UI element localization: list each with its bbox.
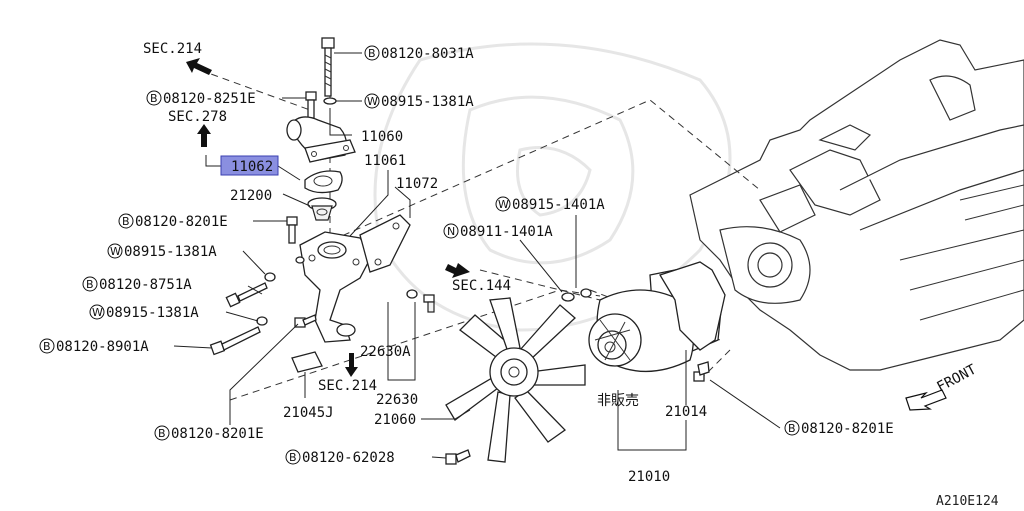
- svg-text:08120-8201E: 08120-8201E: [801, 421, 894, 437]
- plate-21045J-part: [291, 351, 323, 373]
- washer-top-part: [323, 97, 337, 105]
- fastener-08120-8031A: B 08120-8031A: [364, 45, 474, 62]
- washer-mid-part: [264, 272, 276, 282]
- svg-text:W: W: [92, 306, 103, 319]
- label-22630A: 22630A: [360, 344, 411, 360]
- arrows: [186, 58, 947, 411]
- diagram-id: A210E124: [936, 494, 999, 509]
- label-11061: 11061: [364, 153, 406, 169]
- label-sec214-top: SEC.214: [143, 41, 202, 57]
- arrow-sec214-bottom: [345, 353, 358, 377]
- water-outlet-11060-part: [286, 116, 356, 163]
- fastener-08120-8251E: B 08120-8251E: [146, 90, 256, 107]
- label-21200: 21200: [230, 188, 272, 204]
- svg-text:08911-1401A: 08911-1401A: [460, 224, 553, 240]
- fastener-08915-1401A: W 08915-1401A: [495, 196, 605, 213]
- label-21010: 21010: [628, 469, 670, 485]
- label-sec144: SEC.144: [452, 278, 511, 294]
- svg-text:B: B: [788, 422, 796, 435]
- label-sec278: SEC.278: [168, 109, 227, 125]
- svg-text:B: B: [43, 340, 51, 353]
- sensor-22630-part: [406, 289, 435, 313]
- svg-text:08915-1381A: 08915-1381A: [381, 94, 474, 110]
- bolt-08120-8201E-right-part: [693, 361, 710, 382]
- svg-text:B: B: [122, 215, 130, 228]
- front-arrow-icon: [905, 389, 947, 411]
- fastener-08915-1381A-mid: W 08915-1381A: [107, 243, 217, 260]
- svg-text:08915-1381A: 08915-1381A: [124, 244, 217, 260]
- svg-text:08915-1401A: 08915-1401A: [512, 197, 605, 213]
- label-not-for-sale: 非販売: [597, 393, 639, 409]
- bracket-11072-part: [359, 214, 411, 273]
- fastener-08120-8751A: B 08120-8751A: [82, 276, 192, 293]
- label-22630: 22630: [376, 392, 418, 408]
- label-21014: 21014: [665, 404, 707, 420]
- fastener-08120-8201E-lower: B 08120-8201E: [154, 425, 264, 442]
- fastener-08911-1401A: N 08911-1401A: [443, 223, 553, 240]
- svg-text:B: B: [368, 47, 376, 60]
- svg-text:08120-62028: 08120-62028: [302, 450, 395, 466]
- label-front: FRONT: [934, 361, 979, 395]
- highlight-11062: [220, 155, 279, 176]
- fastener-08120-8201E-upper: B 08120-8201E: [118, 213, 228, 230]
- svg-text:08120-8201E: 08120-8201E: [171, 426, 264, 442]
- pump-gasket-21014-part: [659, 261, 726, 351]
- label-11060: 11060: [361, 129, 403, 145]
- leader-lines: [173, 52, 781, 459]
- fastener-08120-8201E-right: B 08120-8201E: [784, 420, 894, 437]
- svg-text:08120-8201E: 08120-8201E: [135, 214, 228, 230]
- bolt-08120-8901A-part: [209, 326, 261, 356]
- bolt-08120-8031A-part: [321, 37, 335, 97]
- svg-text:B: B: [150, 92, 158, 105]
- fastener-08120-62028: B 08120-62028: [285, 449, 395, 466]
- svg-text:W: W: [110, 245, 121, 258]
- svg-text:08120-8901A: 08120-8901A: [56, 339, 149, 355]
- svg-text:B: B: [289, 451, 297, 464]
- label-11072: 11072: [396, 176, 438, 192]
- svg-text:08120-8251E: 08120-8251E: [163, 91, 256, 107]
- arrow-sec278: [197, 124, 211, 147]
- washer-low-part: [256, 316, 268, 326]
- fan-21060-part: [445, 297, 586, 463]
- bolt-08120-8251E-part: [305, 91, 317, 119]
- label-sec214-bottom: SEC.214: [318, 378, 377, 394]
- thermostat-21200-part: [307, 197, 337, 221]
- bolt-08120-62028-part: [445, 449, 471, 465]
- svg-text:08120-8031A: 08120-8031A: [381, 46, 474, 62]
- svg-text:N: N: [447, 225, 455, 238]
- engine-block: [689, 39, 1024, 371]
- fastener-08120-8901A: B 08120-8901A: [39, 338, 149, 355]
- arrow-sec214-top: [186, 58, 212, 75]
- label-21045J: 21045J: [283, 405, 334, 421]
- bolt-08120-8751A-part: [225, 282, 268, 308]
- label-11062: 11062: [231, 159, 273, 175]
- svg-text:W: W: [498, 198, 509, 211]
- svg-text:W: W: [367, 95, 378, 108]
- svg-text:B: B: [158, 427, 166, 440]
- svg-text:08120-8751A: 08120-8751A: [99, 277, 192, 293]
- fastener-08915-1381A-top: W 08915-1381A: [364, 93, 474, 110]
- svg-text:B: B: [86, 278, 94, 291]
- svg-text:08915-1381A: 08915-1381A: [106, 305, 199, 321]
- arrow-sec144: [445, 263, 470, 278]
- bolt-08120-8201E-upper-part: [286, 216, 298, 244]
- bolt-08120-8201E-lower-part: [294, 314, 317, 328]
- thermostat-housing-11061-part: [295, 231, 373, 343]
- gasket-11062-part: [304, 170, 343, 194]
- fastener-08915-1381A-low: W 08915-1381A: [89, 304, 199, 321]
- label-21060: 21060: [374, 412, 416, 428]
